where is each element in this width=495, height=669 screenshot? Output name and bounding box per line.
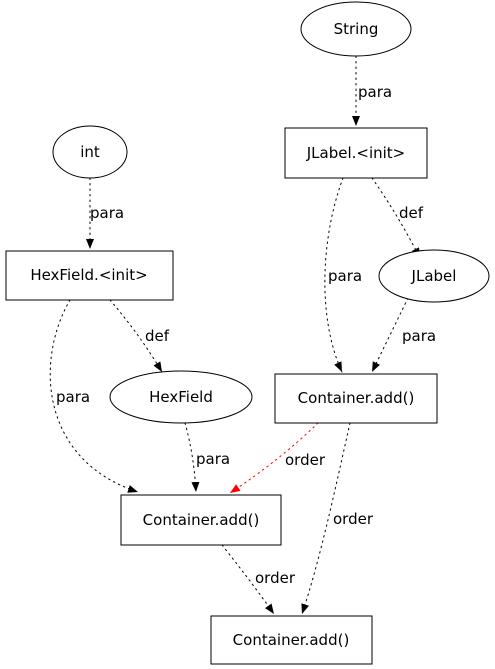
edge-hexfield-to-container-add-mid: para	[184, 422, 230, 493]
edge-label: def	[399, 204, 424, 222]
node-jlabel: JLabel	[378, 249, 490, 303]
node-container-add-right: Container.add()	[274, 373, 438, 424]
svg-text:Container.add(): Container.add()	[143, 511, 260, 529]
svg-text:HexField: HexField	[149, 388, 213, 406]
edge-jlabel-init-to-container-add-right: para	[324, 177, 362, 373]
edge-label: para	[196, 450, 230, 468]
edge-label: order	[285, 451, 326, 469]
node-container-add-mid: Container.add()	[120, 494, 282, 546]
edge-jlabel-to-container-add-right: para	[371, 297, 436, 373]
edge-container-add-mid-to-container-add-bottom: order	[221, 544, 296, 615]
edge-label: para	[402, 327, 436, 345]
edge-label: para	[90, 204, 124, 222]
node-container-add-bottom: Container.add()	[210, 615, 373, 665]
edge-label: order	[255, 569, 296, 587]
node-int: int	[52, 125, 128, 179]
edge-hexfield-init-to-hexfield: def	[109, 299, 170, 373]
svg-text:int: int	[80, 143, 100, 161]
edge-jlabel-init-to-jlabel: def	[371, 177, 424, 259]
node-hexfield: HexField	[109, 370, 253, 424]
edge-hexfield-init-to-container-add-mid: para	[49, 299, 139, 493]
edge-label: para	[358, 83, 392, 101]
svg-text:Container.add(): Container.add()	[298, 389, 415, 407]
node-hexfield-init: HexField.<init>	[5, 250, 174, 301]
edge-label: para	[56, 388, 90, 406]
svg-text:JLabel: JLabel	[411, 267, 457, 285]
svg-text:String: String	[334, 20, 379, 38]
edge-label: para	[328, 267, 362, 285]
edge-label: def	[145, 327, 170, 345]
edge-container-add-right-to-container-add-mid: order	[229, 422, 326, 494]
edge-label: order	[333, 510, 374, 528]
node-string: String	[300, 1, 412, 57]
svg-text:HexField.<init>: HexField.<init>	[30, 266, 147, 284]
node-jlabel-init: JLabel.<init>	[284, 127, 428, 179]
edge-int-to-hexfield-init: para	[86, 177, 124, 250]
edge-string-to-jlabel-init: para	[352, 55, 392, 127]
svg-text:Container.add(): Container.add()	[233, 631, 350, 649]
svg-text:JLabel.<init>: JLabel.<init>	[306, 144, 406, 162]
edge-container-add-right-to-container-add-bottom: order	[301, 422, 374, 615]
